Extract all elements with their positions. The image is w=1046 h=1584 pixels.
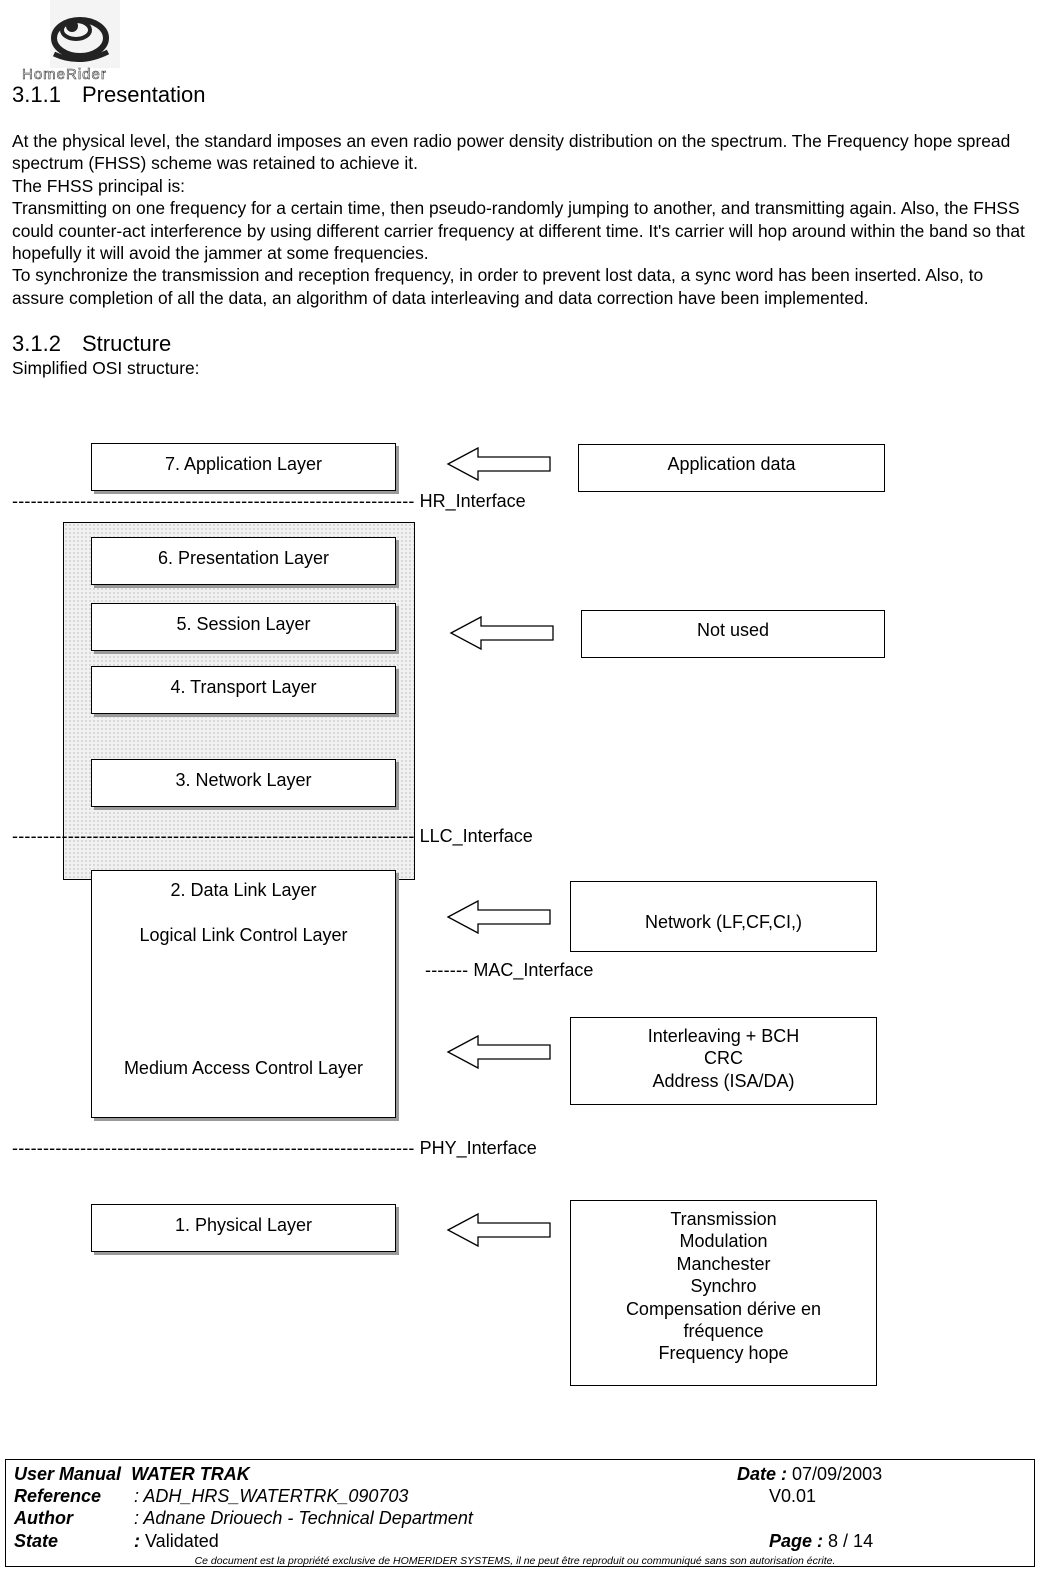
- mac-interface-label: MAC_Interface: [473, 960, 594, 980]
- description-line: Synchro: [690, 1276, 757, 1297]
- description-line: fréquence: [683, 1321, 764, 1342]
- presentation-body: At the physical level, the standard impo…: [12, 130, 1037, 309]
- footer-reference-value: : ADH_HRS_WATERTRK_090703: [134, 1486, 409, 1506]
- presentation-layer-box: 6. Presentation Layer: [91, 537, 396, 585]
- footer-row-reference: Reference: [14, 1486, 102, 1506]
- description-line: Interleaving + BCH: [647, 1026, 800, 1046]
- left-arrow-icon: [449, 615, 554, 651]
- mac-sublayer-label: Medium Access Control Layer: [123, 1058, 364, 1078]
- left-arrow-icon: [446, 899, 551, 935]
- phy-interface-label: PHY_Interface: [419, 1138, 537, 1158]
- application-layer-box: 7. Application Layer: [91, 443, 396, 491]
- description-line: CRC: [704, 1048, 743, 1069]
- paragraph: To synchronize the transmission and rece…: [12, 265, 984, 308]
- homerider-logo: HomeRider: [10, 0, 155, 84]
- not-used-box: Not used: [581, 610, 885, 658]
- left-arrow-icon: [446, 446, 551, 482]
- phy-description-box: Transmission Modulation Manchester Synch…: [570, 1200, 877, 1386]
- footer-row-state: State: [14, 1531, 59, 1551]
- logo-graphic: [50, 0, 120, 68]
- paragraph: At the physical level, the standard impo…: [12, 131, 1011, 174]
- section-heading-structure: 3.1.2 Structure: [12, 331, 171, 357]
- footer-date: Date : 07/09/2003: [737, 1464, 883, 1484]
- mac-interface-line: ------- MAC_Interface: [425, 960, 594, 980]
- hr-interface-line: ----------------------------------------…: [12, 491, 526, 511]
- description-line: Address (ISA/DA): [652, 1070, 795, 1091]
- description-line: Transmission: [670, 1209, 777, 1229]
- description-line: Manchester: [676, 1253, 771, 1274]
- network-description-box: Network (LF,CF,CI,): [570, 881, 877, 952]
- footer-row-title: User Manual WATER TRAK: [14, 1464, 250, 1484]
- paragraph: Transmitting on one frequency for a cert…: [12, 198, 1025, 264]
- left-arrow-icon: [446, 1034, 551, 1070]
- document-footer: User Manual WATER TRAK Date : 07/09/2003…: [5, 1459, 1035, 1567]
- paragraph: The FHSS principal is:: [12, 175, 185, 196]
- section-title: Presentation: [82, 82, 206, 107]
- footer-disclaimer: Ce document est la propriété exclusive d…: [194, 1555, 836, 1567]
- llc-interface-line: ----------------------------------------…: [12, 826, 533, 846]
- section-heading-presentation: 3.1.1 Presentation: [12, 82, 206, 108]
- footer-page: Page : 8 / 14: [769, 1531, 874, 1551]
- footer-state-value: : Validated: [134, 1531, 219, 1551]
- footer-row-author: Author: [14, 1508, 73, 1528]
- section-title: Structure: [82, 331, 172, 356]
- footer-author-value: : Adnane Driouech - Technical Department: [134, 1508, 473, 1528]
- physical-layer-box: 1. Physical Layer: [91, 1204, 396, 1252]
- logo-wordmark: HomeRider: [22, 66, 107, 84]
- footer-version: V0.01: [769, 1486, 817, 1506]
- section-number: 3.1.2: [12, 331, 61, 356]
- application-data-box: Application data: [578, 444, 885, 492]
- mac-description-box: Interleaving + BCH CRC Address (ISA/DA): [570, 1017, 877, 1105]
- llc-sublayer-label: Logical Link Control Layer: [139, 925, 348, 945]
- description-line: Compensation dérive en: [625, 1298, 822, 1319]
- description-line: Modulation: [679, 1231, 768, 1252]
- llc-interface-label: LLC_Interface: [419, 826, 533, 846]
- hr-interface-label: HR_Interface: [419, 491, 526, 511]
- session-layer-box: 5. Session Layer: [91, 603, 396, 651]
- section-number: 3.1.1: [12, 82, 61, 107]
- data-link-title: 2. Data Link Layer: [170, 880, 317, 900]
- data-link-layer-box: 2. Data Link Layer Logical Link Control …: [91, 870, 396, 1118]
- structure-intro: Simplified OSI structure:: [12, 358, 200, 378]
- network-layer-box: 3. Network Layer: [91, 759, 396, 807]
- left-arrow-icon: [446, 1212, 551, 1248]
- description-line: Frequency hope: [658, 1343, 789, 1364]
- transport-layer-box: 4. Transport Layer: [91, 666, 396, 714]
- phy-interface-line: ----------------------------------------…: [12, 1138, 537, 1158]
